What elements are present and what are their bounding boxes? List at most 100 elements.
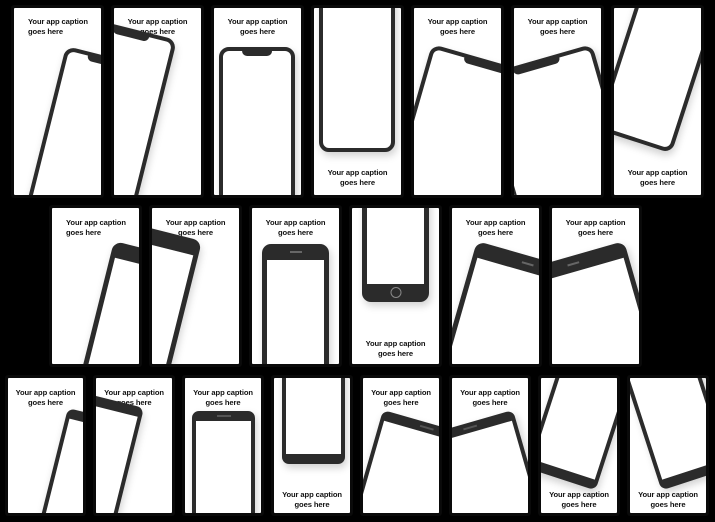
- phone-mockup: [262, 244, 329, 364]
- caption: Your app caption goes here: [363, 388, 439, 407]
- phone-mockup: [362, 208, 429, 302]
- phone-mockup: [414, 44, 501, 195]
- caption-line-1: Your app caption: [638, 490, 698, 499]
- caption-line-2: goes here: [378, 348, 413, 358]
- caption: Your app caption goes here: [314, 168, 401, 187]
- screenshot-panel-r2-1[interactable]: Your app caption goes here: [52, 208, 139, 364]
- phone-mockup: [552, 241, 639, 364]
- caption-line-2: goes here: [178, 227, 213, 237]
- caption-line-2: goes here: [472, 397, 508, 407]
- caption-line-2: goes here: [140, 26, 175, 36]
- caption-line-2: goes here: [650, 499, 686, 509]
- screenshot-panel-r1-7[interactable]: Your app caption goes here: [614, 8, 701, 195]
- notch: [242, 50, 272, 56]
- screenshot-panel-r1-1[interactable]: Your app caption goes here: [14, 8, 101, 195]
- caption: Your app caption goes here: [541, 490, 617, 509]
- caption-line-2: goes here: [28, 26, 63, 36]
- caption-line-1: Your app caption: [66, 218, 126, 227]
- screenshot-panel-r2-5[interactable]: Your app caption goes here: [452, 208, 539, 364]
- caption-line-2: goes here: [205, 397, 241, 407]
- caption: Your app caption goes here: [414, 17, 501, 36]
- caption-line-1: Your app caption: [460, 388, 520, 397]
- screenshot-panel-r3-3[interactable]: Your app caption goes here: [185, 378, 261, 513]
- caption-line-1: Your app caption: [565, 218, 626, 227]
- caption-line-2: goes here: [66, 227, 101, 237]
- screenshot-panel-r3-4[interactable]: Your app caption goes here: [274, 378, 350, 513]
- caption-line-1: Your app caption: [28, 17, 88, 26]
- caption: Your app caption goes here: [96, 388, 172, 407]
- screenshot-panel-r3-2[interactable]: Your app caption goes here: [96, 378, 172, 513]
- phone-mockup: [282, 378, 345, 464]
- screenshot-panel-r2-6[interactable]: Your app caption goes here: [552, 208, 639, 364]
- caption: Your app caption goes here: [452, 388, 528, 407]
- phone-mockup: [452, 410, 528, 513]
- caption-line-1: Your app caption: [427, 17, 488, 26]
- phone-mockup: [363, 410, 439, 513]
- phone-mockup: [114, 17, 177, 195]
- caption: Your app caption goes here: [214, 17, 301, 36]
- phone-mockup: [614, 8, 701, 154]
- screenshot-panel-r2-4[interactable]: Your app caption goes here: [352, 208, 439, 364]
- caption-line-1: Your app caption: [282, 490, 342, 499]
- speaker: [216, 415, 231, 417]
- screenshot-panel-r1-6[interactable]: Your app caption goes here: [514, 8, 601, 195]
- screenshot-panel-r3-1[interactable]: Your app caption goes here: [8, 378, 83, 513]
- caption-line-2: goes here: [28, 397, 63, 407]
- caption-line-2: goes here: [478, 227, 513, 237]
- caption: Your app caption goes here: [185, 388, 261, 407]
- caption: Your app caption goes here: [66, 218, 139, 237]
- phone-mockup: [319, 8, 395, 152]
- screenshot-panel-r1-3[interactable]: Your app caption goes here: [214, 8, 301, 195]
- notch: [86, 54, 101, 68]
- caption: Your app caption goes here: [452, 218, 539, 237]
- phone-mockup: [152, 219, 202, 364]
- caption-line-1: Your app caption: [365, 339, 426, 348]
- caption: Your app caption goes here: [252, 218, 339, 237]
- screenshot-panel-r1-2[interactable]: Your app caption goes here: [114, 8, 201, 195]
- speaker: [289, 251, 302, 253]
- speaker: [419, 424, 434, 431]
- caption-line-2: goes here: [278, 227, 313, 237]
- caption: Your app caption goes here: [630, 490, 706, 509]
- phone-mockup: [541, 378, 617, 491]
- caption: Your app caption goes here: [514, 17, 601, 36]
- screenshot-panel-r3-6[interactable]: Your app caption goes here: [452, 378, 528, 513]
- caption-line-1: Your app caption: [104, 388, 164, 397]
- caption-line-2: goes here: [240, 26, 275, 36]
- phone-mockup: [219, 47, 295, 195]
- caption-line-1: Your app caption: [327, 168, 388, 177]
- screenshot-panel-r1-4[interactable]: Your app caption goes here: [314, 8, 401, 195]
- caption: Your app caption goes here: [28, 17, 101, 36]
- speaker: [462, 424, 477, 431]
- caption: Your app caption goes here: [274, 490, 350, 509]
- screenshot-panel-r3-8[interactable]: Your app caption goes here: [630, 378, 706, 513]
- speaker: [521, 261, 534, 266]
- screenshot-panel-r1-5[interactable]: Your app caption goes here: [414, 8, 501, 195]
- caption-line-1: Your app caption: [527, 17, 588, 26]
- caption: Your app caption goes here: [614, 168, 701, 187]
- caption-line-1: Your app caption: [227, 17, 288, 26]
- phone-mockup: [514, 44, 601, 195]
- phone-mockup: [630, 378, 706, 491]
- caption-line-1: Your app caption: [265, 218, 326, 227]
- caption-line-1: Your app caption: [465, 218, 526, 227]
- phone-mockup: [26, 408, 83, 513]
- caption-line-2: goes here: [340, 177, 375, 187]
- screenshot-panel-r2-2[interactable]: Your app caption goes here: [152, 208, 239, 364]
- screenshot-panel-r2-3[interactable]: Your app caption goes here: [252, 208, 339, 364]
- caption: Your app caption goes here: [552, 218, 639, 237]
- phone-mockup: [18, 46, 101, 195]
- caption-line-2: goes here: [116, 397, 152, 407]
- caption-line-2: goes here: [440, 26, 475, 36]
- caption-line-1: Your app caption: [15, 388, 76, 397]
- caption-line-1: Your app caption: [627, 168, 688, 177]
- caption-line-2: goes here: [561, 499, 597, 509]
- caption-line-2: goes here: [294, 499, 330, 509]
- caption-line-1: Your app caption: [549, 490, 609, 499]
- screenshot-panel-r3-7[interactable]: Your app caption goes here: [541, 378, 617, 513]
- screenshot-panel-r3-5[interactable]: Your app caption goes here: [363, 378, 439, 513]
- phone-mockup: [64, 241, 139, 364]
- caption: Your app caption goes here: [8, 388, 83, 407]
- caption-line-1: Your app caption: [193, 388, 253, 397]
- phone-mockup: [96, 389, 144, 513]
